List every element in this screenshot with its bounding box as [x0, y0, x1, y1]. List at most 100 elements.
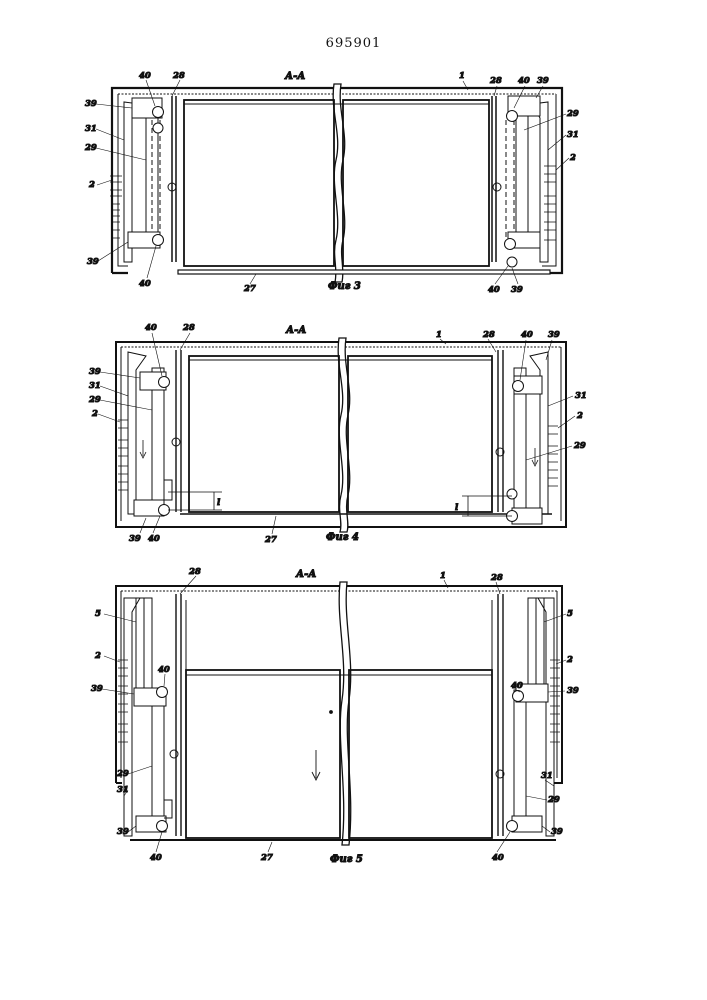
guide-left: [176, 594, 181, 836]
label-39: 39: [85, 99, 97, 109]
label-31: 31: [117, 785, 129, 795]
hatch-right: [550, 660, 560, 742]
roller-40-bot-right: [505, 239, 516, 250]
guide-left-dashed: [152, 120, 160, 248]
guide-right-dashed: [506, 120, 514, 248]
label-27: 27: [264, 535, 277, 545]
label-40: 40: [488, 285, 500, 295]
guide-right: [492, 96, 496, 262]
roller-40-bot-left: [159, 505, 170, 516]
carriage-29-right: [514, 690, 526, 820]
label-40: 40: [521, 330, 533, 340]
label-39: 39: [129, 534, 141, 544]
roller-40-top-right: [513, 381, 524, 392]
label-28: 28: [490, 573, 503, 583]
housing-inner-left: [118, 94, 128, 266]
bracket-31-left: [124, 598, 140, 836]
label-40: 40: [518, 76, 530, 86]
section-label: А-А: [285, 325, 306, 336]
label-28: 28: [182, 323, 195, 333]
load-right: [343, 100, 489, 266]
label-40: 40: [511, 681, 523, 691]
label-2: 2: [576, 411, 583, 421]
roller-40-mid-left: [153, 123, 163, 133]
carriage-29-left: [152, 690, 164, 820]
dim-l-right: [462, 496, 512, 516]
label-2: 2: [94, 651, 101, 661]
label-40: 40: [145, 323, 157, 333]
guide-right: [498, 594, 503, 836]
carriage-29-right: [516, 112, 528, 242]
figure-caption: Фиг 5: [330, 854, 363, 865]
roller-40-mid-right: [513, 691, 524, 702]
label-39: 39: [87, 257, 99, 267]
label-28: 28: [482, 330, 495, 340]
dimension-l: l: [217, 498, 221, 508]
label-29: 29: [116, 769, 129, 779]
center-mark: [330, 711, 333, 714]
label-40: 40: [150, 853, 162, 863]
hatch-right: [544, 166, 556, 240]
label-40: 40: [139, 71, 151, 81]
load-left: [186, 670, 340, 838]
label-5: 5: [95, 609, 101, 619]
label-39: 39: [551, 827, 563, 837]
label-39: 39: [511, 285, 523, 295]
label-39: 39: [91, 684, 103, 694]
pivot-right: [493, 183, 501, 191]
figure-3: А-А 40 28 1 28 40 39 39 29 31 31 29 2 2 …: [84, 71, 579, 295]
roller-40-top-left: [153, 107, 164, 118]
hatch-right: [548, 426, 558, 486]
roller-40-bot-right: [507, 821, 518, 832]
section-label: А-А: [284, 71, 305, 82]
arrow-down-left: [140, 440, 146, 458]
roller-40-bot-left: [153, 235, 164, 246]
label-29: 29: [547, 795, 560, 805]
roller-40-mid-right: [507, 489, 517, 499]
label-31: 31: [567, 130, 579, 140]
load-right: [349, 670, 492, 838]
load-right: [348, 356, 492, 512]
label-39: 39: [117, 827, 129, 837]
load-left: [189, 356, 339, 512]
notch-left: [164, 800, 172, 818]
label-40: 40: [139, 279, 151, 289]
guide-right: [498, 350, 503, 512]
label-2: 2: [88, 180, 95, 190]
label-39: 39: [548, 330, 560, 340]
roller-40-low-right: [507, 257, 517, 267]
roller-40-bot-left: [157, 821, 168, 832]
upper-frame: [186, 600, 492, 838]
label-40: 40: [492, 853, 504, 863]
arrow-down-center: [312, 750, 320, 780]
hatch-left: [118, 660, 128, 742]
guide-left: [172, 96, 176, 262]
label-2: 2: [566, 655, 573, 665]
housing-outline: [116, 586, 562, 783]
label-31: 31: [85, 124, 97, 134]
label-2: 2: [91, 409, 98, 419]
hatch-left: [118, 420, 128, 490]
load-left: [184, 100, 334, 266]
figure-caption: Фиг 4: [326, 532, 359, 543]
notch-left: [164, 480, 172, 500]
label-31: 31: [89, 381, 101, 391]
figure-caption: Фиг 3: [328, 281, 361, 292]
label-1: 1: [459, 71, 465, 81]
leader-lines: [96, 80, 569, 284]
label-39: 39: [537, 76, 549, 86]
label-29: 29: [84, 143, 97, 153]
roller-40-mid-left: [157, 687, 168, 698]
platform: [178, 270, 550, 274]
label-1: 1: [440, 571, 446, 581]
label-2: 2: [569, 153, 576, 163]
label-28: 28: [172, 71, 185, 81]
figure-4: А-А 40 28 1 28 40 39 39 31 29 2 31 2 29 …: [88, 323, 587, 545]
label-31: 31: [541, 771, 553, 781]
label-39: 39: [89, 367, 101, 377]
label-28: 28: [489, 76, 502, 86]
roller-40-top-left: [159, 377, 170, 388]
figure-5: А-А 28 1 28 5 5 2 2 39 40 40 39 29 31 31…: [91, 567, 579, 865]
label-1: 1: [436, 330, 442, 340]
